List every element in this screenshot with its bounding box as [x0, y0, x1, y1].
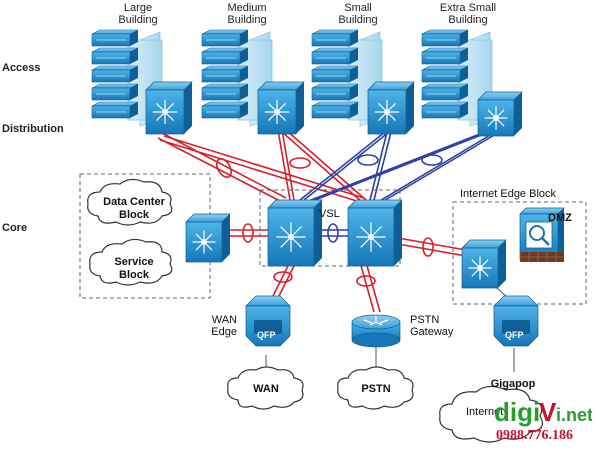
link-dc-switch-to-core: [228, 229, 270, 237]
bundle-ellipse: [327, 223, 339, 243]
internet-edge-title: Internet Edge Block: [460, 188, 557, 200]
vsl-label: VSL: [319, 208, 340, 220]
bundle-ellipse: [356, 275, 376, 287]
bundle-ellipse: [422, 237, 434, 257]
tier-label-core: Core: [2, 222, 28, 234]
distribution-switch-medium: [257, 81, 305, 135]
dmz-firewall: [519, 207, 565, 262]
pstn-gateway-router: [351, 314, 401, 348]
wan-cloud: [227, 366, 304, 410]
firewall-brick-icon: [519, 252, 564, 262]
distribution-switch-extra-small: [477, 91, 523, 137]
bundle-ellipse: [357, 154, 379, 166]
gigapop-cloud-label-line2: Internet: [466, 406, 504, 418]
gigapop-cloud-label-line1: Gigapop: [490, 378, 536, 390]
bundle-ellipse: [289, 157, 311, 169]
core-switch-left: [267, 199, 323, 267]
services-block-switch: [185, 213, 231, 263]
internet-edge-switch: [461, 239, 507, 289]
distribution-switch-large: [145, 81, 193, 135]
service-block-cloud: [89, 238, 173, 286]
watermark-phone: 0988.776.186: [496, 428, 573, 443]
pstn-cloud: [337, 366, 414, 410]
watermark-logo-graphic: digi V i.net: [494, 397, 593, 427]
distribution-switch-small: [367, 81, 415, 135]
building-extra-small: [421, 29, 493, 127]
data-center-cloud: [87, 178, 173, 226]
link-small-dist-to-core: [299, 131, 392, 201]
watermark-logo: digi V i.net: [492, 393, 593, 427]
core-switch-right: [347, 199, 403, 267]
svg-text:digi: digi: [494, 397, 540, 427]
tier-label-distribution: Distribution: [2, 123, 64, 135]
svg-text:V: V: [539, 397, 557, 427]
gigapop-cloud: [439, 385, 543, 443]
tier-label-access: Access: [2, 62, 41, 74]
gigapop-router: [493, 295, 539, 347]
bundle-ellipse: [421, 154, 443, 166]
bundle-ellipse: [242, 223, 254, 243]
switches: [145, 81, 565, 348]
building-medium: [201, 29, 273, 127]
wan-qfp-label: QFP: [257, 330, 276, 340]
bundle-ellipse: [215, 158, 233, 178]
link-ellipses: [215, 154, 443, 287]
wan-cloud-label: WAN: [253, 383, 279, 395]
dmz-label: DMZ: [548, 212, 572, 224]
bundle-ellipse: [273, 271, 293, 283]
link-medium-dist-to-core: [277, 129, 367, 203]
link-vsl: [318, 229, 350, 237]
pstn-cloud-label: PSTN: [361, 383, 391, 395]
gigapop-qfp-label: QFP: [505, 330, 524, 340]
link-large-dist-to-core: [157, 132, 365, 203]
svg-text:i.net: i.net: [556, 405, 592, 425]
link-core-to-pstn: [359, 261, 381, 313]
wan-edge-router: [245, 295, 291, 347]
